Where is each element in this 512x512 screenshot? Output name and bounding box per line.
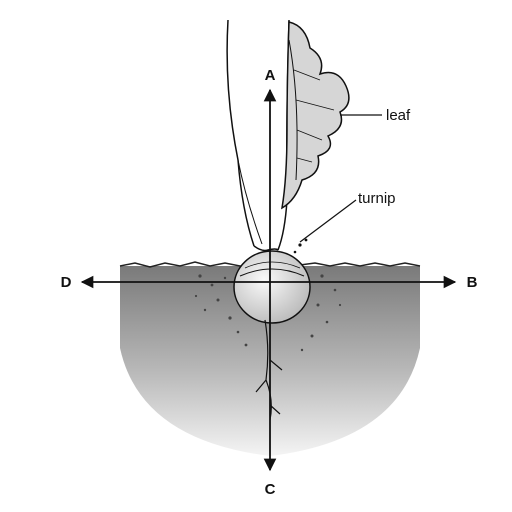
leaf-blade (281, 21, 350, 210)
turnip-leader-line (299, 199, 357, 243)
taproot (255, 319, 283, 421)
label-c: C (265, 481, 276, 498)
label-leaf: leaf (386, 107, 411, 124)
label-b: B (467, 274, 478, 291)
plant-stem-left (226, 19, 255, 247)
label-turnip: turnip (358, 190, 396, 207)
label-d: D (61, 274, 72, 291)
label-a: A (265, 67, 276, 84)
turnip-plant (226, 19, 350, 421)
soil-particles (194, 274, 342, 352)
turnip-bulb (233, 250, 311, 324)
